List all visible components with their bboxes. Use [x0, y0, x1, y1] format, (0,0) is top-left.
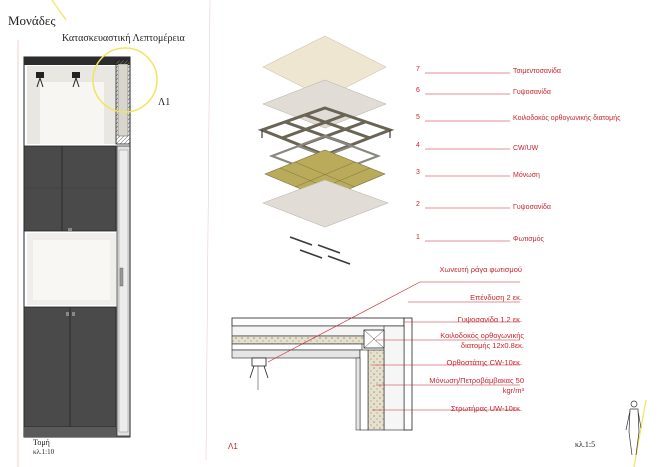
- red-guide-slanted: [205, 0, 211, 461]
- legend-leaders: [425, 72, 510, 242]
- detail-scale: κλ.1:5: [575, 440, 596, 449]
- yellow-accent-line-right: [633, 399, 647, 467]
- page-subtitle: Κατασκευαστική Λεπτομέρεια: [62, 33, 185, 44]
- section-label: Τομή: [33, 438, 50, 447]
- legend-number-6: 6: [416, 87, 420, 94]
- page-title: Μονάδες: [8, 13, 56, 28]
- detail-callout-label: Λ1: [158, 97, 171, 108]
- legend-number-5: 5: [416, 114, 420, 121]
- legend-number-1: 1: [416, 234, 420, 241]
- legend-label-hollow-section-beam: Κοιλοδοκός ορθογωνικής διατομής: [513, 115, 621, 122]
- legend-number-2: 2: [416, 201, 420, 208]
- note-hollow-section-beam: Κοιλοδοκός ορθογωνικής διατομής 12x0.8εκ…: [440, 331, 524, 350]
- note-gypsum-board: Γυψοσανίδα 1.2 εκ.: [457, 315, 522, 324]
- yellow-accent-line-top: [51, 0, 67, 21]
- legend-label-gypsum-board-bottom: Γυψοσανίδα: [513, 204, 551, 211]
- legend-label-cement-board: Τσιμεντοσανίδα: [513, 68, 561, 75]
- legend-label-gypsum-board-top: Γυψοσανίδα: [513, 89, 551, 96]
- note-recessed-light-rail: Χωνευτή ράγα φωτισμού: [439, 265, 522, 274]
- construction-detail: [231, 317, 413, 431]
- legend-label-insulation: Μόνωση: [513, 172, 540, 179]
- note-rockwool-insulation: Μόνωση/Πετροβάμβακας 50 kgr/m³: [429, 376, 524, 395]
- legend-number-7: 7: [416, 66, 420, 73]
- section-drawing: [23, 56, 131, 438]
- detail-tag: Λ1: [228, 442, 238, 451]
- legend-label-cw-uw: CW/UW: [513, 145, 539, 152]
- note-uw-track: Στρωτήρας UW-10εκ.: [450, 404, 522, 413]
- human-scale-figure: [625, 400, 642, 456]
- legend-label-lighting: Φωτισμός: [513, 236, 544, 243]
- note-cladding: Επένδυση 2 εκ.: [470, 293, 522, 302]
- legend-number-4: 4: [416, 142, 420, 149]
- legend-number-3: 3: [416, 169, 420, 176]
- section-scale: κλ.1:10: [33, 448, 55, 456]
- detail-callout-circle: [92, 47, 158, 113]
- exploded-axonometric: [257, 35, 395, 265]
- note-cw-stud: Ορθοστάτης CW-10εκ.: [446, 358, 522, 367]
- note-leaders: [267, 281, 520, 411]
